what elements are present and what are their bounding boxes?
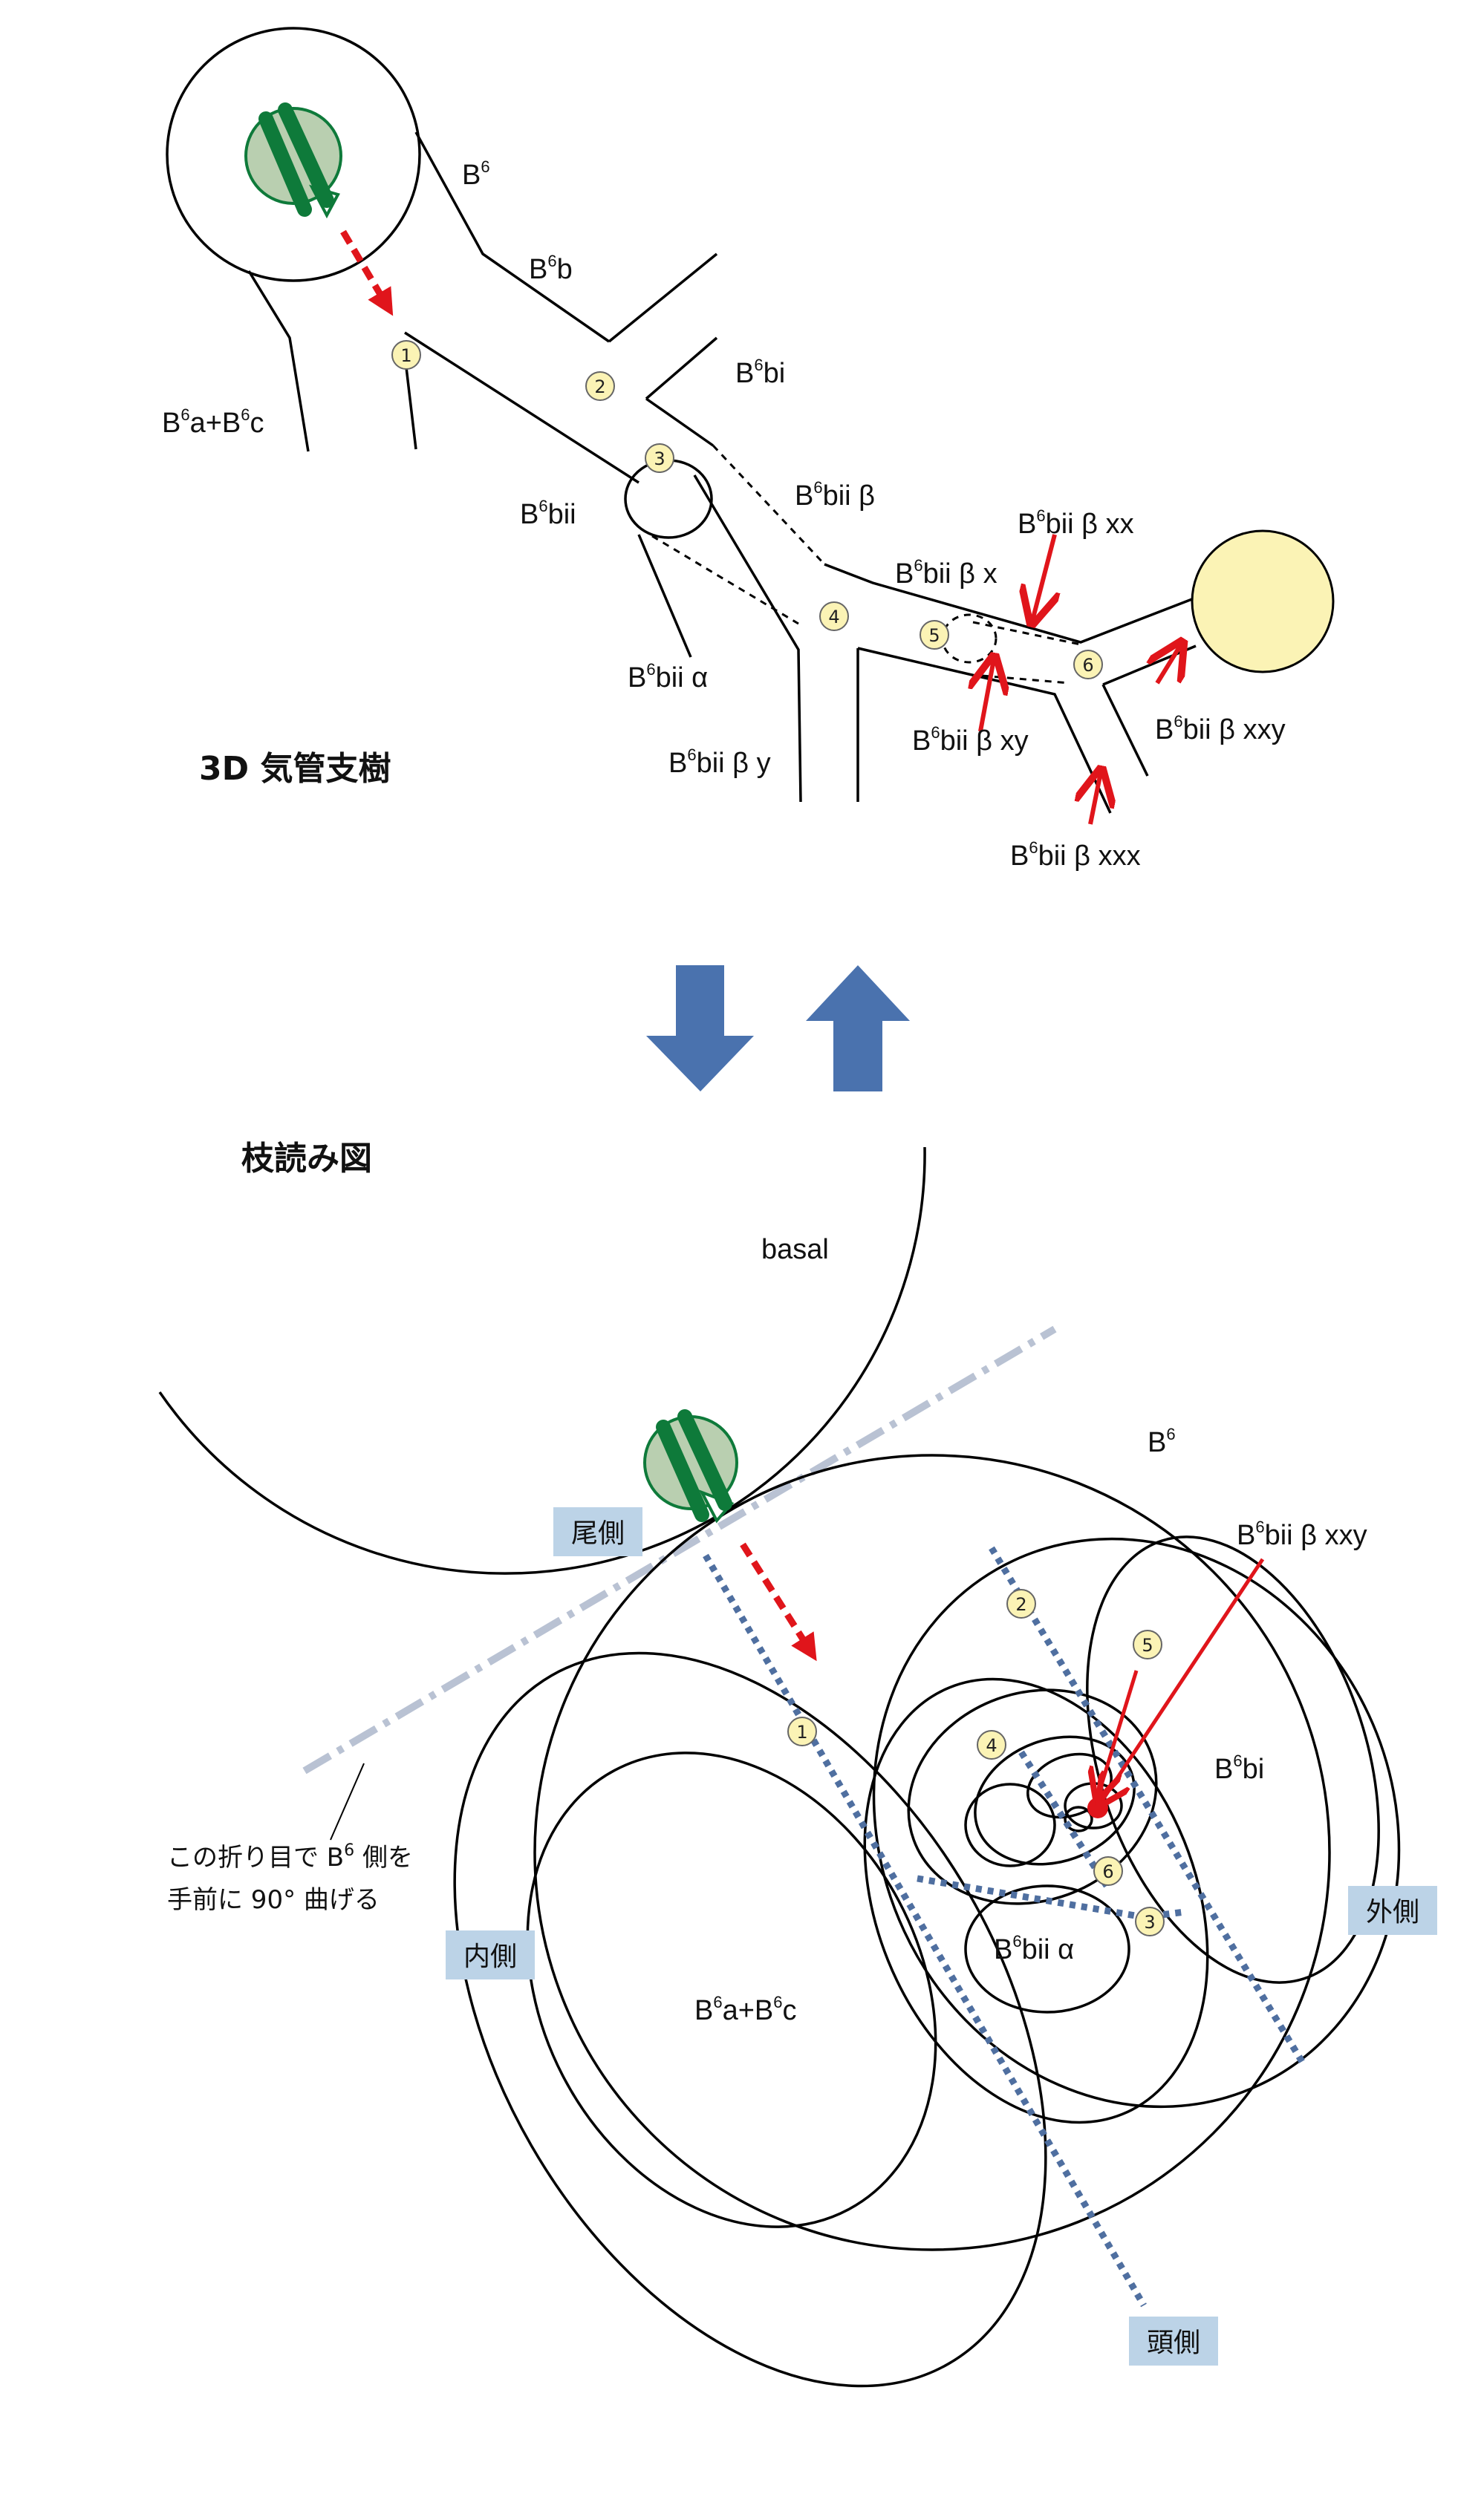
svg-text:2: 2	[1015, 1594, 1026, 1615]
basal-arc	[158, 1146, 926, 1575]
fold-note-line2: 手前に 90° 曲げる	[167, 1885, 380, 1915]
label-map-b6bii-alpha: B6bii α	[994, 1932, 1074, 1965]
map-direction-arrow	[740, 1542, 817, 1662]
map-num-3: 3	[1135, 1907, 1165, 1936]
direction-arrow	[340, 229, 394, 316]
label-b6bii: B6bii	[520, 497, 576, 530]
label-basal: basal	[761, 1234, 829, 1265]
label-b6bii-beta-x: B6bii β x	[895, 556, 998, 590]
label-b6bii-beta-xx: B6bii β xx	[1018, 506, 1134, 540]
label-b6bii-beta: B6bii β	[795, 478, 875, 512]
b6b-region	[872, 1537, 1401, 2109]
label-b6bii-beta-y: B6bii β y	[668, 745, 771, 779]
title-3d-tree: 3D 気管支樹	[199, 750, 391, 788]
b6-outer-circle	[533, 1454, 1331, 2251]
label-map-b6: B6	[1148, 1425, 1176, 1458]
arrow-up-icon	[806, 965, 910, 1091]
label-b6a-b6c: B6a+B6c	[162, 405, 264, 439]
num-bubble-4: 4	[819, 601, 849, 631]
svg-text:1: 1	[796, 1722, 807, 1743]
b6bii-beta-region	[907, 1688, 1158, 1905]
svg-text:3: 3	[654, 448, 665, 469]
num-bubble-1: 1	[391, 340, 421, 370]
svg-text:5: 5	[928, 625, 940, 646]
label-b6bii-alpha: B6bii α	[628, 660, 708, 693]
svg-text:6: 6	[1102, 1861, 1113, 1882]
label-b6bii-beta-xxy: B6bii β xxy	[1155, 712, 1286, 745]
label-b6: B6	[462, 157, 490, 191]
arrow-down-icon	[646, 965, 754, 1091]
label-map-b6bi: B6bi	[1214, 1752, 1264, 1785]
dir-caudal: 尾側	[571, 1518, 625, 1549]
title-branch-map: 枝読み図	[241, 1140, 372, 1178]
dir-medial: 内側	[463, 1942, 517, 1972]
dir-cranial: 頭側	[1147, 2328, 1200, 2358]
branch-ring-3	[624, 459, 713, 539]
branch-map: 枝読み図 basal B6 B6a+B6c B6bi B6bii α	[158, 1140, 1437, 2388]
map-num-4: 4	[977, 1730, 1006, 1760]
label-map-b6a-b6c: B6a+B6c	[694, 1993, 797, 2026]
scope-icon	[244, 102, 342, 219]
map-num-1: 1	[787, 1717, 817, 1746]
map-num-6: 6	[1093, 1856, 1123, 1886]
label-b6bi: B6bi	[735, 356, 785, 389]
map-num-2: 2	[1006, 1589, 1036, 1619]
svg-text:5: 5	[1142, 1635, 1153, 1656]
fold-note-line1: この折り目で B6 側を	[167, 1841, 413, 1873]
svg-text:1: 1	[400, 345, 411, 366]
label-map-b6bii-beta-xxy: B6bii β xxy	[1237, 1518, 1367, 1551]
num-bubble-6: 6	[1073, 650, 1103, 679]
svg-text:2: 2	[594, 376, 605, 397]
label-b6b: B6b	[529, 252, 573, 285]
num-bubble-3: 3	[645, 443, 674, 473]
b6bii-alpha-region	[964, 1884, 1130, 2014]
dir-lateral: 外側	[1366, 1897, 1419, 1927]
svg-text:4: 4	[828, 607, 839, 627]
svg-text:4: 4	[986, 1735, 997, 1756]
b6bii-region	[863, 1677, 1209, 2124]
label-b6bii-beta-xxx: B6bii β xxx	[1010, 838, 1141, 872]
scope-icon-map	[643, 1409, 738, 1524]
scope-view-circle	[166, 27, 421, 282]
branch-ring-5	[941, 613, 998, 664]
label-b6bii-beta-xy: B6bii β xy	[912, 723, 1029, 757]
target-marker	[1087, 1798, 1108, 1818]
svg-text:3: 3	[1144, 1912, 1155, 1933]
fold-line	[302, 1325, 1057, 1775]
num-bubble-2: 2	[585, 371, 615, 401]
num-bubble-5: 5	[920, 620, 949, 650]
map-num-5: 5	[1133, 1630, 1162, 1659]
bronchial-tree: 1 2 3 4 5 6 B6 B6b B6bi B6a+B6c B6bii B6…	[162, 27, 1335, 872]
conversion-arrows	[646, 965, 910, 1091]
svg-text:6: 6	[1082, 655, 1093, 676]
target-lesion	[1191, 529, 1335, 673]
